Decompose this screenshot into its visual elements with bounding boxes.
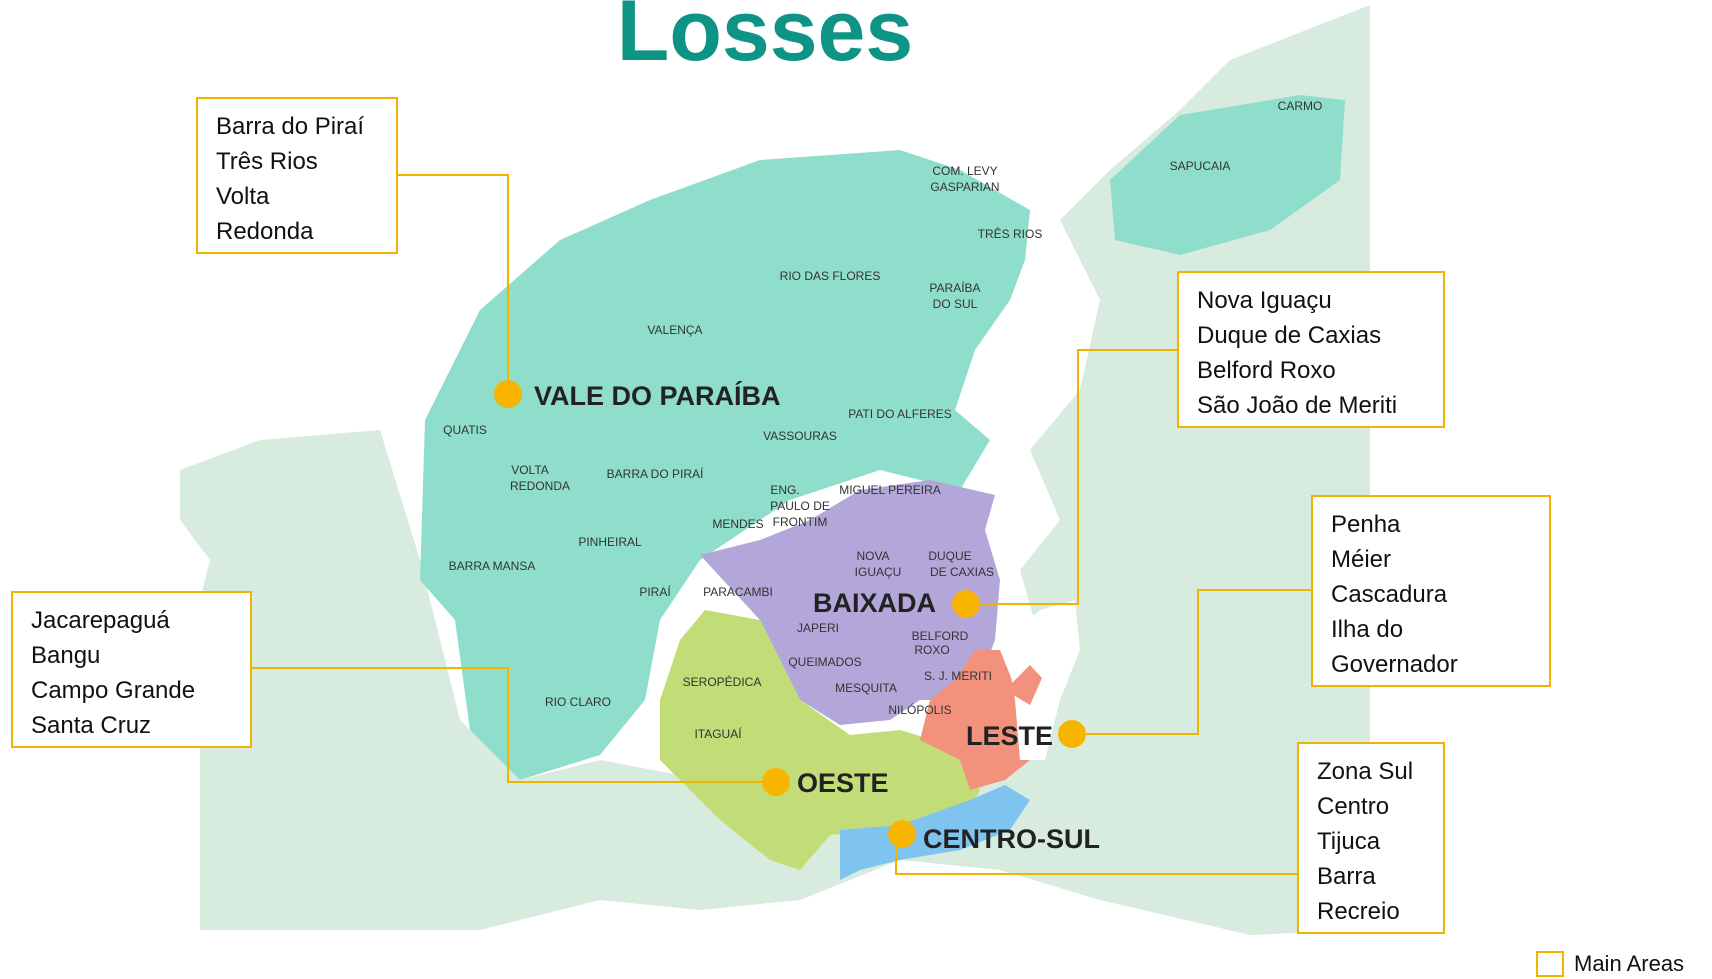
guanabara-bay <box>1005 600 1080 760</box>
connector-leste <box>1072 589 1311 735</box>
marker-vale[interactable] <box>494 380 522 408</box>
callout-leste: Penha Méier Cascadura Ilha do Governador <box>1311 495 1551 687</box>
municipality-label: SEROPÉDICA <box>683 674 762 689</box>
municipality-label: BARRA DO PIRAÍ <box>607 466 704 481</box>
municipality-label: GASPARIAN <box>930 180 999 194</box>
municipality-label: FRONTIM <box>773 515 828 529</box>
callout-centro-sul: Zona Sul Centro Tijuca Barra Recreio <box>1297 742 1445 934</box>
callout-line: Barra do Piraí <box>216 113 365 140</box>
municipality-label: REDONDA <box>510 479 570 493</box>
region-oeste <box>660 610 980 870</box>
municipality-label: PARACAMBI <box>703 585 773 599</box>
callout-line: Santa Cruz <box>31 712 152 739</box>
callout-line: Cascadura <box>1331 581 1448 608</box>
region-label-baixada: BAIXADA <box>813 588 936 618</box>
marker-leste[interactable] <box>1058 720 1086 748</box>
callout-line: Centro <box>1317 793 1390 820</box>
callout-line: Ilha do <box>1331 616 1404 643</box>
municipality-label: CARMO <box>1278 99 1323 113</box>
marker-baixada[interactable] <box>952 590 980 618</box>
connector-centro-sul <box>895 834 1297 875</box>
municipality-label: MESQUITA <box>835 681 897 695</box>
marker-centro-sul[interactable] <box>888 820 916 848</box>
municipality-label: SAPUCAIA <box>1170 159 1231 173</box>
legend: Main Areas <box>1536 949 1684 979</box>
municipality-label: QUEIMADOS <box>788 655 861 669</box>
region-baixada <box>700 480 1000 725</box>
callout-line: Penha <box>1331 511 1401 538</box>
callout-oeste: Jacarepaguá Bangu Campo Grande Santa Cru… <box>11 591 252 748</box>
region-label-vale: VALE DO PARAÍBA <box>534 380 781 411</box>
callout-line: Volta <box>216 183 270 210</box>
municipality-label: PARAÍBA <box>929 280 980 295</box>
municipality-label: ROXO <box>914 643 949 657</box>
municipality-label: MIGUEL PEREIRA <box>839 483 941 497</box>
municipality-label: RIO DAS FLORES <box>780 269 881 283</box>
callout-line: Três Rios <box>216 148 318 175</box>
callout-vale: Barra do Piraí Três Rios Volta Redonda <box>196 97 398 254</box>
callout-line: Campo Grande <box>31 677 196 704</box>
callout-baixada: Nova Iguaçu Duque de Caxias Belford Roxo… <box>1177 271 1445 428</box>
municipality-label: BARRA MANSA <box>449 559 536 573</box>
municipality-label: MENDES <box>712 517 763 531</box>
region-centro-sul <box>840 785 1030 880</box>
callout-line: Méier <box>1331 546 1392 573</box>
callout-line: Nova Iguaçu <box>1197 287 1332 314</box>
callout-line: Redonda <box>216 218 314 245</box>
municipality-label: IGUAÇU <box>855 565 902 579</box>
callout-line: Zona Sul <box>1317 758 1414 785</box>
callout-line: Recreio <box>1317 898 1400 925</box>
callout-line: Jacarepaguá <box>31 607 170 634</box>
region-label-leste: LESTE <box>966 721 1053 751</box>
ilha-do-governador <box>1005 665 1042 705</box>
callout-line: Belford Roxo <box>1197 357 1336 384</box>
municipality-label: NILÓPOLIS <box>888 702 951 717</box>
municipality-label: TRÊS RIOS <box>978 226 1043 241</box>
callout-line: Duque de Caxias <box>1197 322 1382 349</box>
callout-connectors <box>252 174 1311 875</box>
page-title: Losses <box>616 0 914 79</box>
region-labels: VALE DO PARAÍBA BAIXADA LESTE OESTE CENT… <box>534 380 1100 854</box>
surrounding-land <box>180 5 1370 935</box>
legend-swatch <box>1536 951 1564 977</box>
region-vale-east-lobe <box>1110 95 1345 255</box>
callout-line: Barra <box>1317 863 1376 890</box>
region-vale-do-paraiba <box>420 150 1030 780</box>
region-markers <box>494 380 1086 848</box>
legend-label: Main Areas <box>1574 951 1685 976</box>
municipality-label: COM. LEVY <box>932 164 997 178</box>
municipality-label: PINHEIRAL <box>578 535 642 549</box>
connector-baixada <box>966 349 1177 605</box>
municipality-label: DO SUL <box>933 297 978 311</box>
callout-line: Bangu <box>31 642 101 669</box>
callout-line: Tijuca <box>1317 828 1381 855</box>
municipality-label: VASSOURAS <box>763 429 837 443</box>
region-label-centro-sul: CENTRO-SUL <box>923 824 1100 854</box>
municipality-label: ITAGUAÍ <box>694 726 742 741</box>
municipality-label: NOVA <box>856 549 889 563</box>
municipality-label: JAPERI <box>797 621 839 635</box>
municipality-label: PAULO DE <box>770 499 830 513</box>
municipality-label: PATI DO ALFERES <box>848 407 952 421</box>
municipality-labels: CARMO SAPUCAIA COM. LEVY GASPARIAN TRÊS … <box>443 99 1322 741</box>
municipality-label: BELFORD <box>912 629 969 643</box>
municipality-label: PIRAÍ <box>639 584 671 599</box>
marker-oeste[interactable] <box>762 768 790 796</box>
municipality-label: VOLTA <box>511 463 549 477</box>
connector-oeste <box>252 667 776 783</box>
municipality-label: DE CAXIAS <box>930 565 994 579</box>
callout-line: São João de Meriti <box>1197 392 1398 419</box>
region-leste <box>920 650 1030 790</box>
municipality-label: S. J. MERITI <box>924 669 992 683</box>
municipality-label: RIO CLARO <box>545 695 611 709</box>
municipality-label: DUQUE <box>928 549 971 563</box>
region-label-oeste: OESTE <box>797 768 889 798</box>
municipality-label: VALENÇA <box>647 323 702 337</box>
callout-line: Governador <box>1331 651 1458 678</box>
connector-vale <box>398 174 509 394</box>
municipality-label: QUATIS <box>443 423 487 437</box>
municipality-label: ENG. <box>770 483 799 497</box>
